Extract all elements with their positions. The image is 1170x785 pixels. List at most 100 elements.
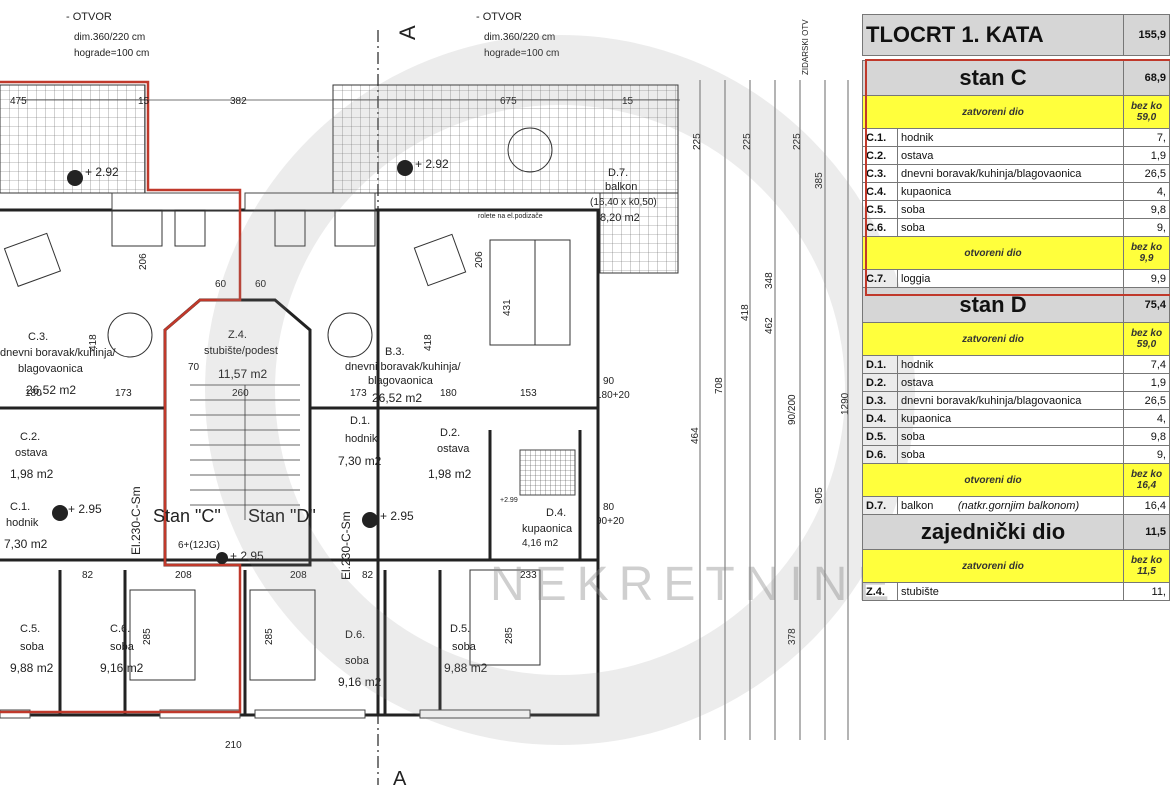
level-marker bbox=[67, 170, 83, 186]
svg-text:dnevni boravak/kuhinja/: dnevni boravak/kuhinja/ bbox=[345, 361, 462, 373]
svg-text:1290: 1290 bbox=[840, 392, 850, 415]
svg-text:462: 462 bbox=[764, 317, 775, 334]
svg-text:225: 225 bbox=[742, 133, 753, 150]
svg-text:ostava: ostava bbox=[437, 443, 470, 455]
opening-left-hog: hograde=100 cm bbox=[74, 48, 149, 59]
right-dims: 225 225 225 385 348 418 462 708 464 90/2… bbox=[690, 133, 850, 645]
level-bath: +2.99 bbox=[500, 497, 518, 504]
svg-text:285: 285 bbox=[504, 627, 515, 644]
misc-dims: 206 418 418 206 431 173 180 173 180 153 … bbox=[25, 251, 630, 751]
svg-text:26,52 m2: 26,52 m2 bbox=[26, 383, 76, 397]
room-d5: D.5. soba 9,88 m2 bbox=[444, 623, 488, 675]
stan-d-label: Stan "D" bbox=[248, 506, 316, 526]
svg-text:225: 225 bbox=[792, 133, 803, 150]
section-marker-bottom: A bbox=[393, 768, 407, 785]
balcony-name: balkon bbox=[605, 181, 637, 193]
svg-text:60: 60 bbox=[255, 279, 267, 290]
room-c2: C.2. ostava 1,98 m2 bbox=[10, 431, 54, 481]
svg-text:285: 285 bbox=[142, 628, 153, 645]
svg-text:D.5.: D.5. bbox=[450, 623, 470, 635]
svg-text:soba: soba bbox=[452, 641, 477, 653]
svg-text:90/200: 90/200 bbox=[787, 394, 798, 425]
svg-text:206: 206 bbox=[474, 251, 485, 268]
balcony-code: D.7. bbox=[608, 167, 628, 179]
dim-382: 382 bbox=[230, 96, 247, 107]
svg-text:hodnik: hodnik bbox=[345, 433, 378, 445]
el-left: El.230-C-Sm bbox=[129, 486, 143, 555]
svg-text:1,98 m2: 1,98 m2 bbox=[428, 467, 472, 481]
svg-text:173: 173 bbox=[115, 388, 132, 399]
svg-text:90: 90 bbox=[603, 376, 615, 387]
level-left-balcony: + 2.92 bbox=[85, 165, 119, 179]
level-marker bbox=[362, 512, 378, 528]
balcony-d7-side bbox=[599, 192, 679, 274]
svg-text:stubište/podest: stubište/podest bbox=[204, 345, 278, 357]
svg-text:210: 210 bbox=[225, 740, 242, 751]
svg-text:378: 378 bbox=[787, 628, 798, 645]
floor-plan: - OTVOR dim.360/220 cm hograde=100 cm - … bbox=[0, 11, 850, 785]
level-marker bbox=[397, 160, 413, 176]
zaj-header: zajednički dio 11,5 bbox=[861, 514, 1170, 550]
svg-text:418: 418 bbox=[740, 304, 751, 321]
svg-text:D.1.: D.1. bbox=[350, 415, 370, 427]
svg-text:D.2.: D.2. bbox=[440, 427, 460, 439]
svg-text:206: 206 bbox=[138, 253, 149, 270]
svg-text:1,98 m2: 1,98 m2 bbox=[10, 467, 54, 481]
room-b3: B.3. dnevni boravak/kuhinja/ blagovaonic… bbox=[345, 346, 462, 405]
balcony-area: 8,20 m2 bbox=[600, 212, 640, 224]
opening-right-dim: dim.360/220 cm bbox=[484, 32, 555, 43]
stan-c-header: stan C 68,9 bbox=[861, 60, 1170, 96]
table-title-row: TLOCRT 1. KATA 155,9 bbox=[861, 14, 1170, 56]
svg-text:B.3.: B.3. bbox=[385, 346, 405, 358]
room-c3: C.3. dnevni boravak/kuhinja/ blagovaonic… bbox=[0, 331, 117, 397]
level-d1: + 2.95 bbox=[380, 509, 414, 523]
rolete-label: rolete na el.podizače bbox=[478, 213, 543, 220]
svg-text:D.6.: D.6. bbox=[345, 629, 365, 641]
stan-d-header: stan D 75,4 bbox=[861, 287, 1170, 323]
svg-text:soba: soba bbox=[20, 641, 45, 653]
steps-label: 6+(12JG) bbox=[178, 540, 220, 551]
svg-text:blagovaonica: blagovaonica bbox=[368, 375, 434, 387]
room-c5: C.5. soba 9,88 m2 bbox=[10, 623, 54, 675]
svg-text:285: 285 bbox=[264, 628, 275, 645]
svg-text:C.6.: C.6. bbox=[110, 623, 130, 635]
balcony-d7-tiles bbox=[332, 84, 679, 194]
level-marker bbox=[216, 552, 228, 564]
svg-text:233: 233 bbox=[520, 570, 537, 581]
svg-text:9,88 m2: 9,88 m2 bbox=[10, 661, 54, 675]
level-c1: + 2.95 bbox=[68, 502, 102, 516]
stan-c-outline bbox=[0, 80, 242, 714]
svg-text:4,16 m2: 4,16 m2 bbox=[522, 538, 559, 549]
opening-left-dim: dim.360/220 cm bbox=[74, 32, 145, 43]
svg-text:905: 905 bbox=[814, 487, 825, 504]
level-stair: + 2.95 bbox=[230, 549, 264, 563]
svg-text:kupaonica: kupaonica bbox=[522, 523, 573, 535]
svg-text:173: 173 bbox=[350, 388, 367, 399]
table-title-value: 155,9 bbox=[1123, 14, 1170, 56]
dim-675: 675 bbox=[500, 96, 517, 107]
svg-text:348: 348 bbox=[764, 272, 775, 289]
svg-text:180: 180 bbox=[440, 388, 457, 399]
level-marker bbox=[52, 505, 68, 521]
room-c1: C.1. hodnik 7,30 m2 bbox=[4, 501, 48, 551]
svg-text:60: 60 bbox=[215, 279, 227, 290]
svg-text:464: 464 bbox=[690, 427, 701, 444]
svg-text:C.3.: C.3. bbox=[28, 331, 48, 343]
svg-text:soba: soba bbox=[110, 641, 135, 653]
svg-text:D.4.: D.4. bbox=[546, 507, 566, 519]
svg-text:C.2.: C.2. bbox=[20, 431, 40, 443]
